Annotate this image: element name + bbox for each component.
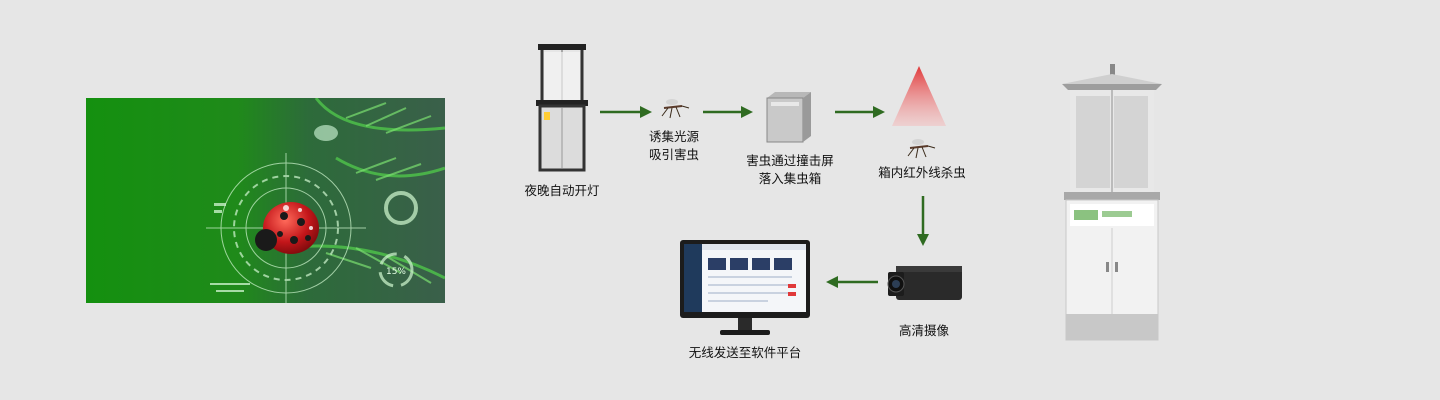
step-attract-line2: 吸引害虫 (648, 147, 699, 162)
infrared-beam-icon (890, 66, 948, 130)
lamp-trap-device (532, 44, 592, 174)
gauge-percent-label: 15% (386, 267, 406, 277)
arrow-down-icon (917, 196, 929, 246)
software-monitor-icon (680, 240, 810, 340)
step-lamp-on-label: 夜晚自动开灯 (524, 183, 600, 198)
ladybug-hero-image: 15% (86, 98, 445, 303)
arrow-right-icon (703, 106, 753, 118)
hd-camera-icon (886, 262, 966, 306)
arrow-left-icon (826, 276, 878, 288)
step-wireless-send-label: 无线发送至软件平台 (688, 345, 802, 360)
mosquito-icon (658, 96, 690, 120)
step-attract-line1: 诱集光源 (648, 129, 699, 144)
mosquito-icon (904, 136, 936, 160)
insect-trap-lamp-device (1058, 64, 1166, 346)
step-hd-camera-label: 高清摄像 (898, 323, 949, 338)
step-collide-label: 害虫通过撞击屏 落入集虫箱 (738, 152, 842, 188)
step-infrared-kill-label: 箱内红外线杀虫 (878, 165, 966, 180)
step-attract-label: 诱集光源 吸引害虫 (632, 128, 716, 164)
ladybug-illustration: 15% (86, 98, 445, 303)
step-collide-line1: 害虫通过撞击屏 (746, 153, 834, 168)
insect-collection-box-icon (763, 92, 815, 144)
arrow-right-icon (835, 106, 885, 118)
step-collide-line2: 落入集虫箱 (758, 171, 822, 186)
arrow-right-icon (600, 106, 652, 118)
